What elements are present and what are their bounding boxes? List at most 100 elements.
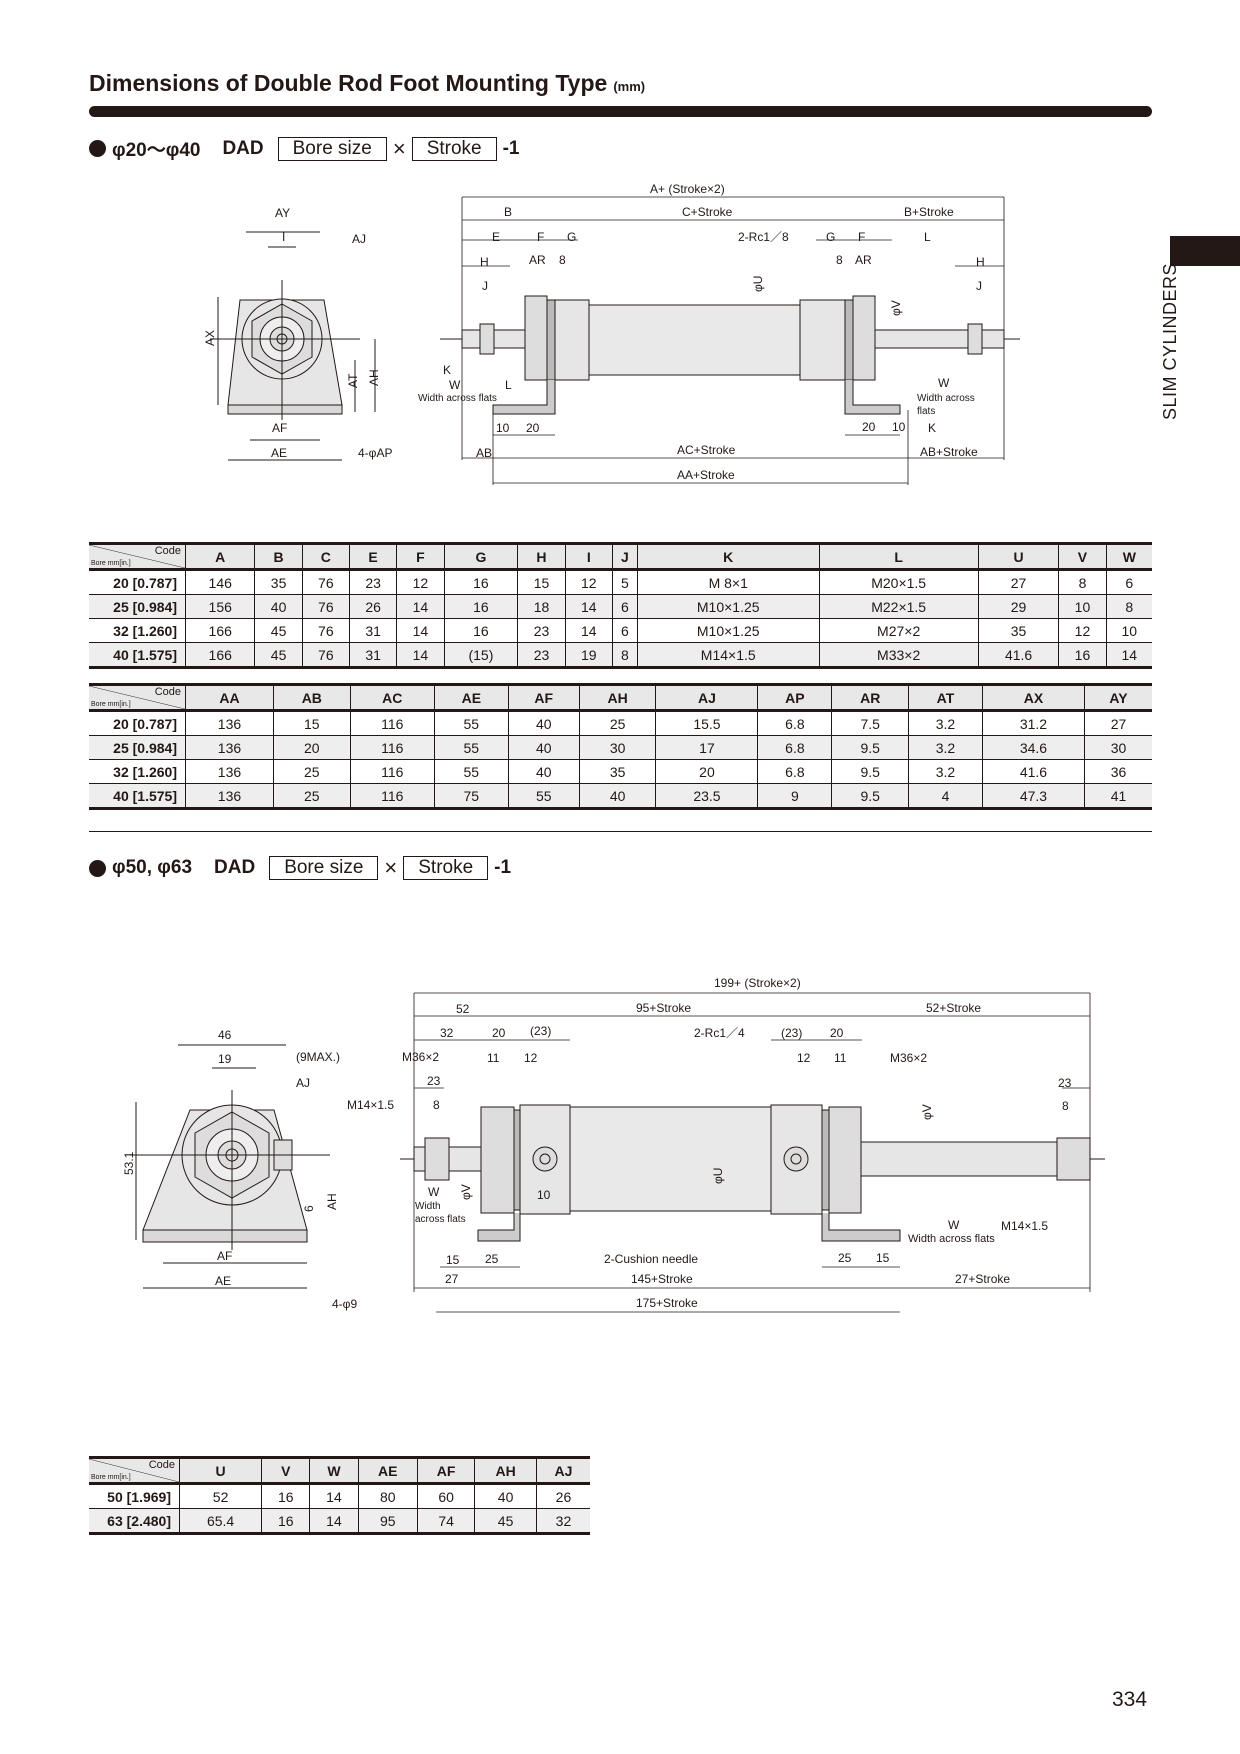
value-cell: 8	[611, 642, 638, 668]
value-cell: 12	[564, 569, 613, 595]
value-cell: 166	[184, 618, 255, 643]
drawing-small-bore: A+ (Stroke×2) B C+Stroke B+Stroke E F G …	[203, 182, 1020, 485]
bore-cell: 32 [1.260]	[113, 622, 177, 639]
dimension-label: L	[924, 230, 931, 244]
dimension-label: 2-Cushion needle	[604, 1252, 698, 1266]
dimension-label: F	[858, 230, 865, 244]
value-cell: 136	[185, 759, 274, 784]
dimension-label: 10	[892, 420, 906, 434]
value-cell: 40	[507, 735, 580, 760]
dimension-label: φV	[889, 300, 903, 316]
value-cell: M33×2	[818, 642, 979, 668]
bullet-icon	[89, 859, 106, 877]
dimension-label: AH	[367, 369, 381, 386]
value-cell: 7.5	[831, 710, 909, 736]
dimension-label: W	[428, 1185, 440, 1199]
dimension-label: 12	[524, 1051, 538, 1065]
value-cell: 41.6	[981, 759, 1085, 784]
value-cell: 23	[348, 569, 397, 595]
dimension-label: 20	[492, 1026, 506, 1040]
value-cell: 95	[357, 1508, 418, 1534]
dimension-label: G	[826, 230, 835, 244]
value-cell: 26	[535, 1483, 590, 1509]
column-header: A	[184, 543, 255, 570]
column-header: W	[1105, 543, 1152, 570]
value-cell: 6.8	[757, 710, 832, 736]
dimension-label: 11	[487, 1051, 500, 1065]
value-cell: 5	[611, 569, 638, 595]
dimension-label: 4-φ9	[332, 1297, 357, 1311]
column-header: AA	[185, 684, 274, 711]
drawing2-labels: 199+ (Stroke×2) 52 95+Stroke 52+Stroke 3…	[122, 976, 1072, 1311]
page-title: Dimensions of Double Rod Foot Mounting T…	[89, 70, 645, 97]
dimension-label: 4-φAP	[358, 446, 392, 460]
dimension-label: 46	[218, 1028, 232, 1042]
value-cell: 16	[261, 1483, 310, 1509]
value-cell: 35	[578, 759, 656, 784]
value-cell: 16	[261, 1508, 310, 1534]
value-cell: 45	[254, 642, 303, 668]
dimension-label: 20	[830, 1026, 844, 1040]
value-cell: 9.5	[831, 783, 909, 809]
value-cell: 166	[184, 642, 255, 668]
dimension-label: E	[492, 230, 500, 244]
column-header: I	[564, 543, 613, 570]
value-cell: 45	[254, 618, 303, 643]
times-sign: ×	[384, 855, 398, 880]
value-cell: 55	[433, 710, 509, 736]
value-cell: 14	[396, 642, 444, 668]
value-cell: 116	[349, 783, 435, 809]
value-cell: 9.5	[831, 759, 909, 784]
value-cell: 26	[348, 594, 397, 619]
value-cell: 25	[272, 783, 351, 809]
dimension-label: 199+ (Stroke×2)	[714, 976, 801, 990]
value-cell: 136	[185, 783, 274, 809]
value-cell: 36	[1083, 759, 1152, 784]
column-header: E	[348, 543, 397, 570]
value-cell: 47.3	[981, 783, 1085, 809]
value-cell: 27	[977, 569, 1059, 595]
value-cell: 10	[1058, 594, 1107, 619]
dimension-label: AH	[325, 1193, 339, 1210]
value-cell: 8	[1105, 594, 1152, 619]
value-cell: M10×1.25	[636, 594, 819, 619]
bore-size-box: Bore size	[269, 856, 379, 880]
bore-size-box: Bore size	[277, 136, 387, 161]
value-cell: 19	[564, 642, 613, 668]
dimension-label: 11	[834, 1051, 847, 1065]
dimension-label: 15	[446, 1253, 460, 1267]
value-cell: 136	[185, 710, 274, 736]
model-code: DAD	[214, 857, 256, 878]
dimension-label: 8	[1062, 1099, 1069, 1113]
value-cell: 32	[535, 1508, 590, 1534]
dimension-label: φU	[751, 276, 765, 292]
value-cell: 23	[517, 642, 566, 668]
value-cell: 3.2	[908, 735, 983, 760]
bore-cell: 20 [0.787]	[113, 715, 177, 732]
column-header: AP	[757, 684, 832, 711]
dimension-label: A+ (Stroke×2)	[650, 182, 725, 196]
value-cell: 76	[301, 642, 350, 668]
value-cell: M 8×1	[636, 569, 819, 595]
dimension-label: 145+Stroke	[631, 1272, 693, 1286]
column-header: AC	[349, 684, 435, 711]
value-cell: 14	[396, 618, 444, 643]
value-cell: 156	[184, 594, 255, 619]
column-header: AE	[433, 684, 509, 711]
value-cell: 9	[757, 783, 832, 809]
value-cell: 80	[357, 1483, 418, 1509]
dimension-label: B+Stroke	[904, 205, 954, 219]
dimension-label: 20	[526, 421, 540, 435]
dimension-label: 6	[302, 1205, 316, 1212]
column-header: C	[301, 543, 350, 570]
dimension-label: 52+Stroke	[926, 1001, 981, 1015]
value-cell: 27	[1083, 710, 1152, 736]
dimension-label: 25	[838, 1251, 852, 1265]
bore-cell: 50 [1.969]	[107, 1488, 171, 1505]
column-header: AJ	[535, 1457, 590, 1484]
